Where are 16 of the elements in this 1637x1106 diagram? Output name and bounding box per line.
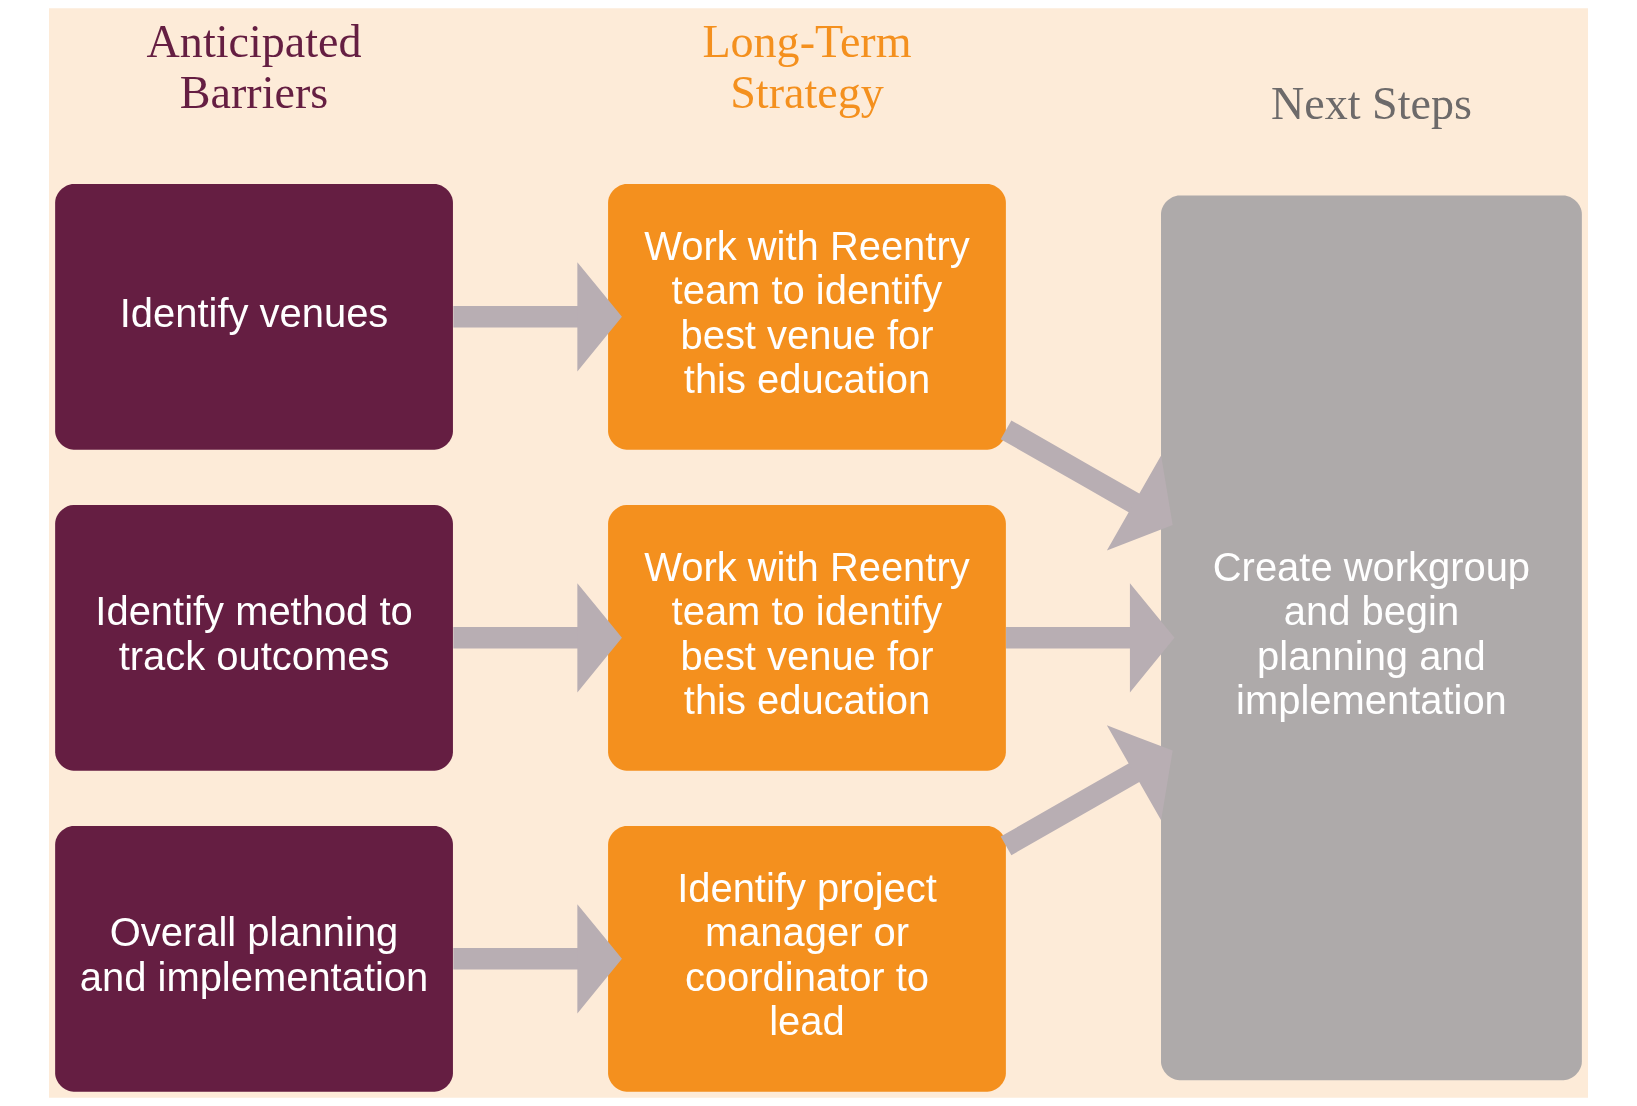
arrow xyxy=(453,583,622,693)
node-box: Identify venues xyxy=(55,184,453,450)
node-box: Work with Reentry team to identify best venue for this education xyxy=(608,184,1006,450)
node-box: Create workgroup and begin planning and implementation xyxy=(1161,195,1582,1081)
arrow xyxy=(453,904,622,1014)
arrow xyxy=(1006,583,1175,693)
arrow xyxy=(453,262,622,372)
node-box: Identify project manager or coordinator to lead xyxy=(608,826,1006,1092)
node-box: Work with Reentry team to identify best venue for this education xyxy=(608,505,1006,771)
arrow xyxy=(1000,725,1173,856)
node-box: Identify method to track outcomes xyxy=(55,505,453,771)
label: Anticipated Barriers xyxy=(146,16,362,118)
label: Next Steps xyxy=(1271,78,1472,130)
node-box: Overall planning and implementation xyxy=(55,826,453,1092)
arrow xyxy=(1000,420,1173,551)
label: Long-Term Strategy xyxy=(702,16,912,118)
